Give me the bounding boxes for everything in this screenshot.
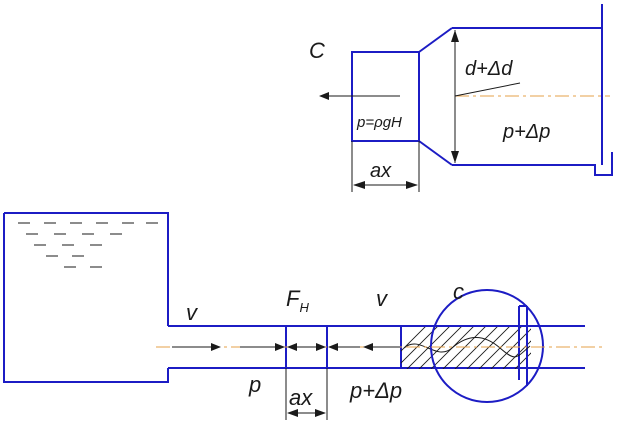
diameter-leader bbox=[454, 82, 521, 97]
label-p-delta-p-bottom: p+Δp bbox=[349, 378, 402, 403]
label-c-bottom: c bbox=[453, 279, 464, 304]
detail-circle-c bbox=[430, 289, 544, 403]
main-view: v FH v c p ax p+Δp bbox=[3, 212, 604, 420]
reservoir bbox=[3, 212, 169, 383]
label-v-right: v bbox=[376, 286, 389, 311]
conical-section bbox=[418, 27, 453, 166]
label-ax-bottom: ax bbox=[289, 385, 313, 410]
label-force-subscript: H bbox=[299, 300, 309, 315]
label-c-top: C bbox=[309, 38, 325, 63]
label-force-main: F bbox=[286, 286, 301, 311]
label-p-bottom: p bbox=[248, 372, 261, 397]
water-surface-lines bbox=[18, 222, 158, 268]
label-ax-top: ax bbox=[370, 160, 392, 182]
end-wall bbox=[452, 4, 613, 176]
label-v-left: v bbox=[186, 300, 199, 325]
detail-view-c: C p=ρgH d+Δd p+Δp ax bbox=[309, 4, 613, 192]
label-p-static: p=ρgH bbox=[356, 114, 402, 131]
label-p-delta-p-top: p+Δp bbox=[502, 121, 550, 143]
label-d-delta-d: d+Δd bbox=[465, 58, 513, 80]
label-force: FH bbox=[286, 286, 309, 315]
